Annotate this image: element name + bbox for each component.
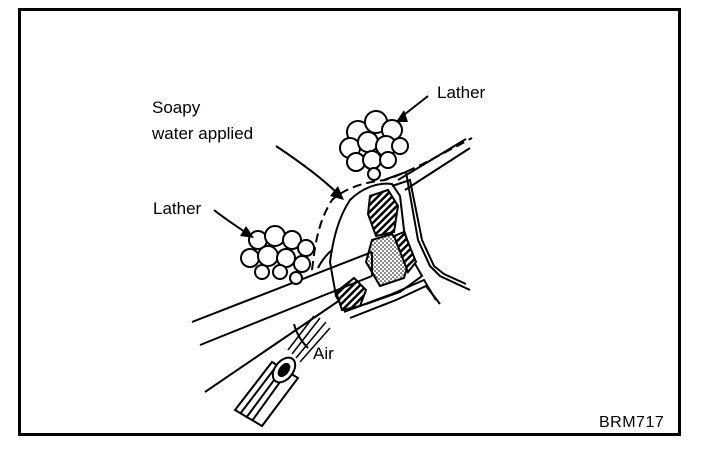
air-hose <box>233 356 300 428</box>
figure-frame <box>18 8 681 436</box>
soapy-water-label-line1: Soapy <box>152 98 201 117</box>
lather-top-bubbles <box>339 110 409 181</box>
lather-left-bubbles <box>240 225 315 285</box>
air-stream <box>287 315 331 363</box>
lather-left-label: Lather <box>153 199 202 218</box>
weatherstrip-seal <box>317 182 424 312</box>
lower-body-line <box>204 299 341 393</box>
air-label: Air <box>313 344 334 363</box>
lather-top-label: Lather <box>437 83 486 102</box>
door-flange <box>343 170 471 319</box>
soapy-water-label-line2: water applied <box>152 124 254 143</box>
arrowheads <box>240 110 408 238</box>
soapy-water-dashed-line <box>311 137 473 271</box>
door-glass <box>191 251 373 346</box>
figure-code: BRM717 <box>599 414 665 431</box>
